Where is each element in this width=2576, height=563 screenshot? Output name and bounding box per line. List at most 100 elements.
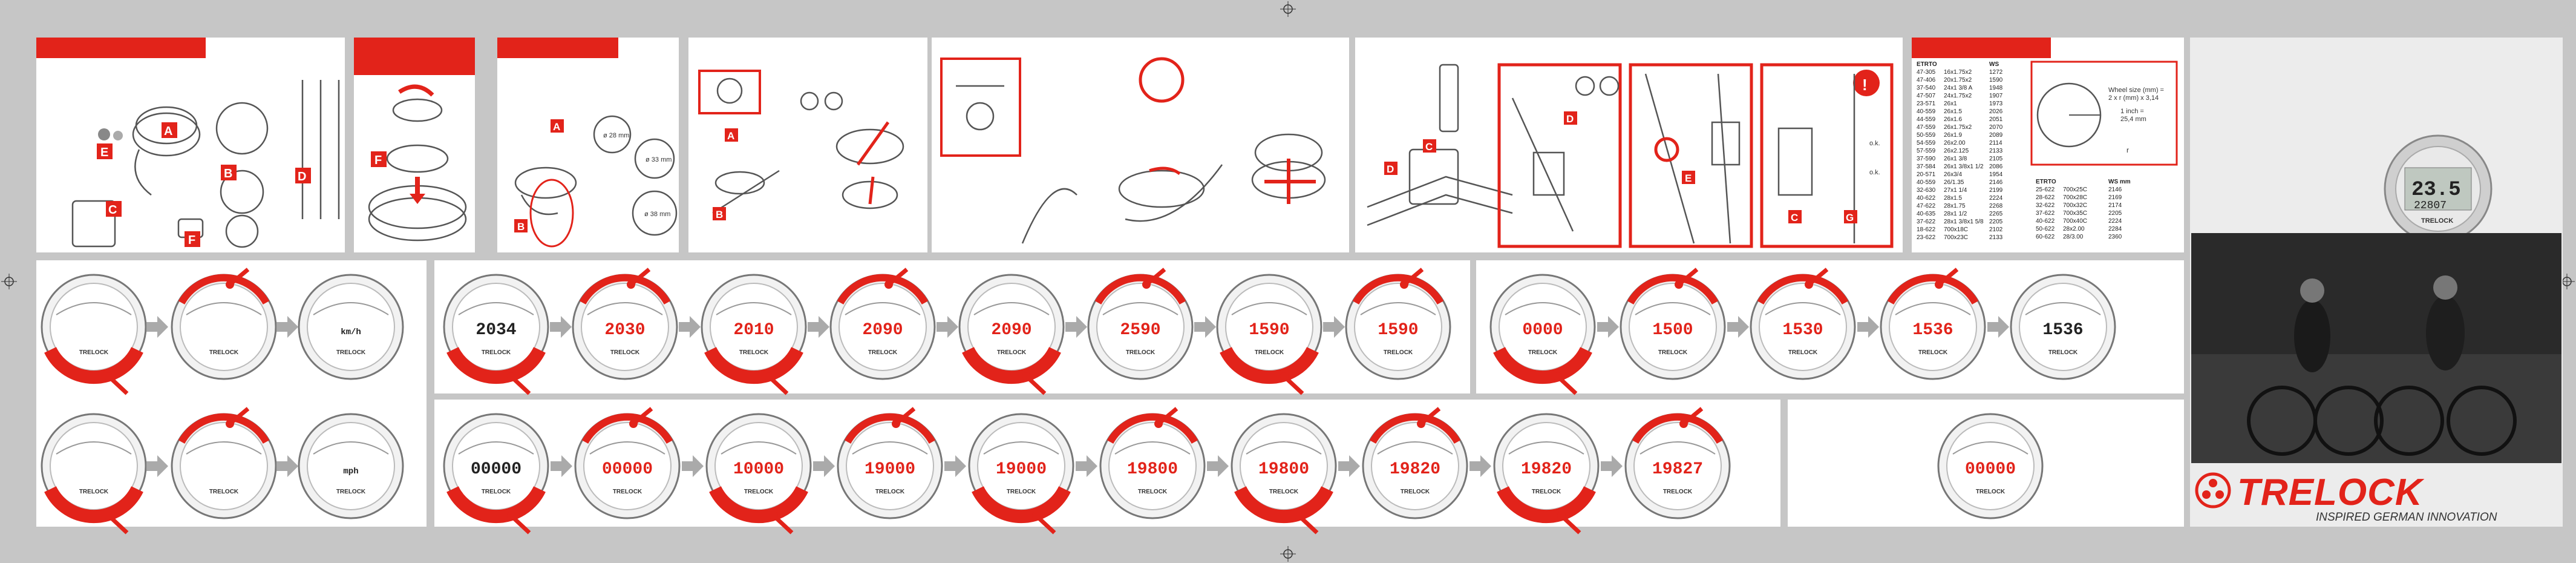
next-step-arrow-icon [550, 316, 572, 338]
registration-mark-top [1280, 1, 1296, 17]
battery-illustration: F [368, 84, 467, 242]
display-brand: TRELOCK [482, 349, 511, 356]
display-brand: TRELOCK [1255, 349, 1284, 356]
table-cell: 1590 [1989, 77, 2003, 84]
brand-block: TRELOCK INSPIRED GERMAN INNOVATION [2195, 471, 2540, 524]
table-cell: 37-540 [1917, 85, 1936, 91]
table-cell: 26x1 [1944, 100, 1957, 107]
handlebar-illustration: A B [698, 70, 904, 220]
next-step-arrow-icon [1987, 316, 2009, 338]
display-brand: TRELOCK [1532, 489, 1561, 495]
panel-sensor-fork: C D D E ! o.k. o.k. C G [1355, 38, 1903, 252]
table-cell: 26x2.125 [1944, 148, 1969, 154]
display-value: 2090 [991, 321, 1031, 340]
display-brand: TRELOCK [1401, 489, 1430, 495]
wheel-formula-diagram: Wheel size (mm) = 2 x r (mm) x 3,14 1 in… [2030, 61, 2178, 166]
display-brand: TRELOCK [1126, 349, 1156, 356]
label-E: E [1685, 173, 1692, 184]
display-brand: TRELOCK [1918, 349, 1948, 356]
next-step-arrow-icon [1857, 316, 1879, 338]
table-cell: 40-635 [1917, 211, 1936, 217]
display-value: 10000 [733, 460, 784, 479]
display-brand: TRELOCK [1663, 489, 1693, 495]
press-highlight [709, 486, 808, 524]
registration-mark-bottom [1280, 546, 1296, 562]
sensor-illustration: C D D E ! o.k. o.k. C G [1367, 63, 1894, 248]
display-brand: TRELOCK [336, 349, 366, 356]
hero-odometer: 22807 [2414, 200, 2447, 212]
registration-mark-left [1, 274, 17, 289]
svg-text:!: ! [1862, 76, 1868, 94]
table-cell: 23-571 [1917, 100, 1936, 107]
panel-battery: F [354, 38, 475, 252]
table-cell: 2169 [2108, 194, 2122, 201]
display-value: 1500 [1652, 321, 1693, 340]
table-cell: 2146 [2108, 186, 2122, 193]
next-step-arrow-icon [276, 455, 298, 477]
display-value: 1536 [2042, 321, 2083, 340]
press-highlight [1757, 274, 1849, 305]
table-cell: 44-559 [1917, 116, 1936, 123]
table-cell: 20-571 [1917, 171, 1936, 178]
press-arrow-icon [1295, 512, 1319, 535]
table-cell: 2360 [2108, 234, 2122, 240]
table-cell: 50-622 [2036, 226, 2055, 232]
label-F: F [188, 234, 195, 247]
table-cell: 2268 [1989, 203, 2003, 209]
brand-name: TRELOCK [2237, 472, 2423, 513]
cyclists-silhouette [2191, 233, 2561, 463]
press-arrow-icon [1417, 407, 1441, 428]
press-arrow-icon [1154, 407, 1178, 428]
computer-display: TRELOCK [171, 407, 277, 519]
diameter-38: ø 38 mm [644, 211, 670, 218]
table-cell: 16x1.75x2 [1944, 69, 1972, 76]
next-step-arrow-icon [1597, 316, 1619, 338]
display-value: 1530 [1782, 321, 1823, 340]
label-A: A [727, 130, 734, 142]
display-value: 19827 [1652, 460, 1703, 479]
display-brand: TRELOCK [1528, 349, 1558, 356]
diameter-33: ø 33 mm [646, 156, 672, 163]
table-cell: 32-630 [1917, 187, 1936, 194]
press-highlight [1632, 413, 1724, 444]
display-value: 1590 [1249, 321, 1289, 340]
display-value: 00000 [602, 460, 653, 479]
table-cell: 28x1 3/8x1 5/8 [1944, 219, 1984, 225]
press-arrow-icon [770, 512, 794, 535]
display-brand: TRELOCK [1269, 489, 1299, 495]
label-A: A [164, 125, 172, 138]
press-arrow-icon [507, 512, 531, 535]
table-cell: 26x1.75x2 [1944, 124, 1972, 131]
display-brand: TRELOCK [79, 349, 109, 356]
press-arrow-icon [226, 268, 250, 289]
table-cell: 26/1.35 [1944, 179, 1964, 186]
next-step-arrow-icon [146, 455, 168, 477]
display-value: 19000 [996, 460, 1047, 479]
table-cell: 2133 [1989, 148, 2003, 154]
next-step-arrow-icon [937, 316, 958, 338]
table-cell: 2205 [1989, 219, 2003, 225]
press-highlight [1887, 274, 1979, 305]
table-cell: 2051 [1989, 116, 2003, 123]
press-arrow-icon [627, 268, 651, 289]
formula-line4: 25,4 mm [2120, 116, 2146, 123]
next-step-arrow-icon [1194, 316, 1216, 338]
